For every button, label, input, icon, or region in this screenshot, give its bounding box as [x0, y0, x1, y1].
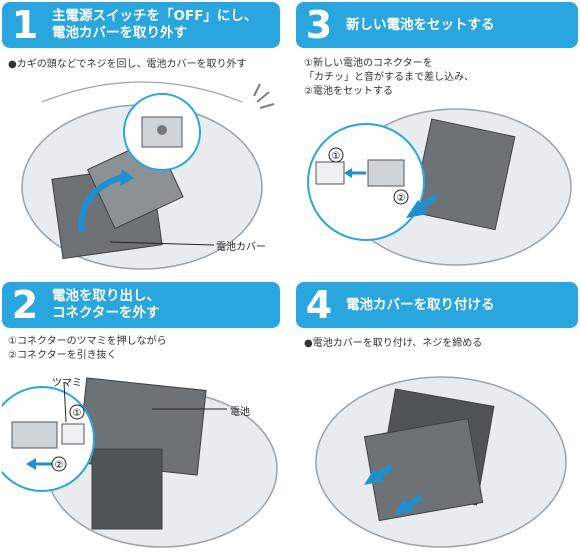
marker-2: ②	[55, 460, 64, 471]
robot-new-battery-illustration: ① ②	[307, 108, 572, 266]
step-2-header: 2 電池を取り出し、 コネクターを外す	[2, 282, 280, 328]
step-instruction: ①コネクターのツマミを押しながら ②コネクターを引き抜く	[8, 336, 167, 361]
marker-1: ①	[73, 408, 82, 419]
step-number: 2	[11, 283, 39, 327]
step-number: 4	[305, 283, 333, 327]
step-instruction: ●電池カバーを取り付け、ネジを締める	[304, 338, 483, 349]
robot-attach-cover-illustration	[315, 376, 567, 548]
robot-remove-battery-illustration: ① ②	[2, 377, 278, 548]
step-3-header: 3 新しい電池をセットする	[296, 2, 578, 48]
step-title: 電池を取り出し、 コネクターを外す	[52, 288, 160, 321]
step-title: 主電源スイッチを「OFF」にし、 電池カバーを取り外す	[52, 8, 258, 41]
step-title: 電池カバーを取り付ける	[346, 296, 495, 313]
battery-cover-label: 電池カバー	[216, 242, 266, 253]
step-instruction: ①新しい電池のコネクターを 「カチッ」と音がするまで差し込み、 ②電池をセットす…	[304, 58, 474, 97]
step-instruction: ●カギの頭などでネジを回し、電池カバーを取り外す	[8, 59, 247, 70]
step-number: 1	[11, 3, 39, 47]
step-4-header: 4 電池カバーを取り付ける	[296, 282, 578, 328]
step-number: 3	[305, 3, 333, 47]
battery-label: 電池	[230, 407, 250, 418]
step-1: 1 主電源スイッチを「OFF」にし、 電池カバーを取り外す ●カギの頭などでネジ…	[2, 2, 284, 272]
step-4: 4 電池カバーを取り付ける ●電池カバーを取り付け、ネジを締める	[296, 282, 578, 552]
brush-icon	[253, 83, 275, 109]
step-2: 2 電池を取り出し、 コネクターを外す ①コネクターのツマミを押しながら ②コネ…	[2, 282, 284, 552]
robot-battery-cover-illustration	[21, 81, 275, 270]
step-1-header: 1 主電源スイッチを「OFF」にし、 電池カバーを取り外す	[2, 2, 280, 48]
step-3: 3 新しい電池をセットする ①新しい電池のコネクターを 「カチッ」と音がするまで…	[296, 2, 578, 272]
tab-label: ツマミ	[52, 378, 82, 389]
marker-1: ①	[332, 151, 341, 162]
step-title: 新しい電池をセットする	[346, 16, 495, 33]
marker-2: ②	[397, 193, 406, 204]
arrow-icon	[78, 174, 123, 233]
